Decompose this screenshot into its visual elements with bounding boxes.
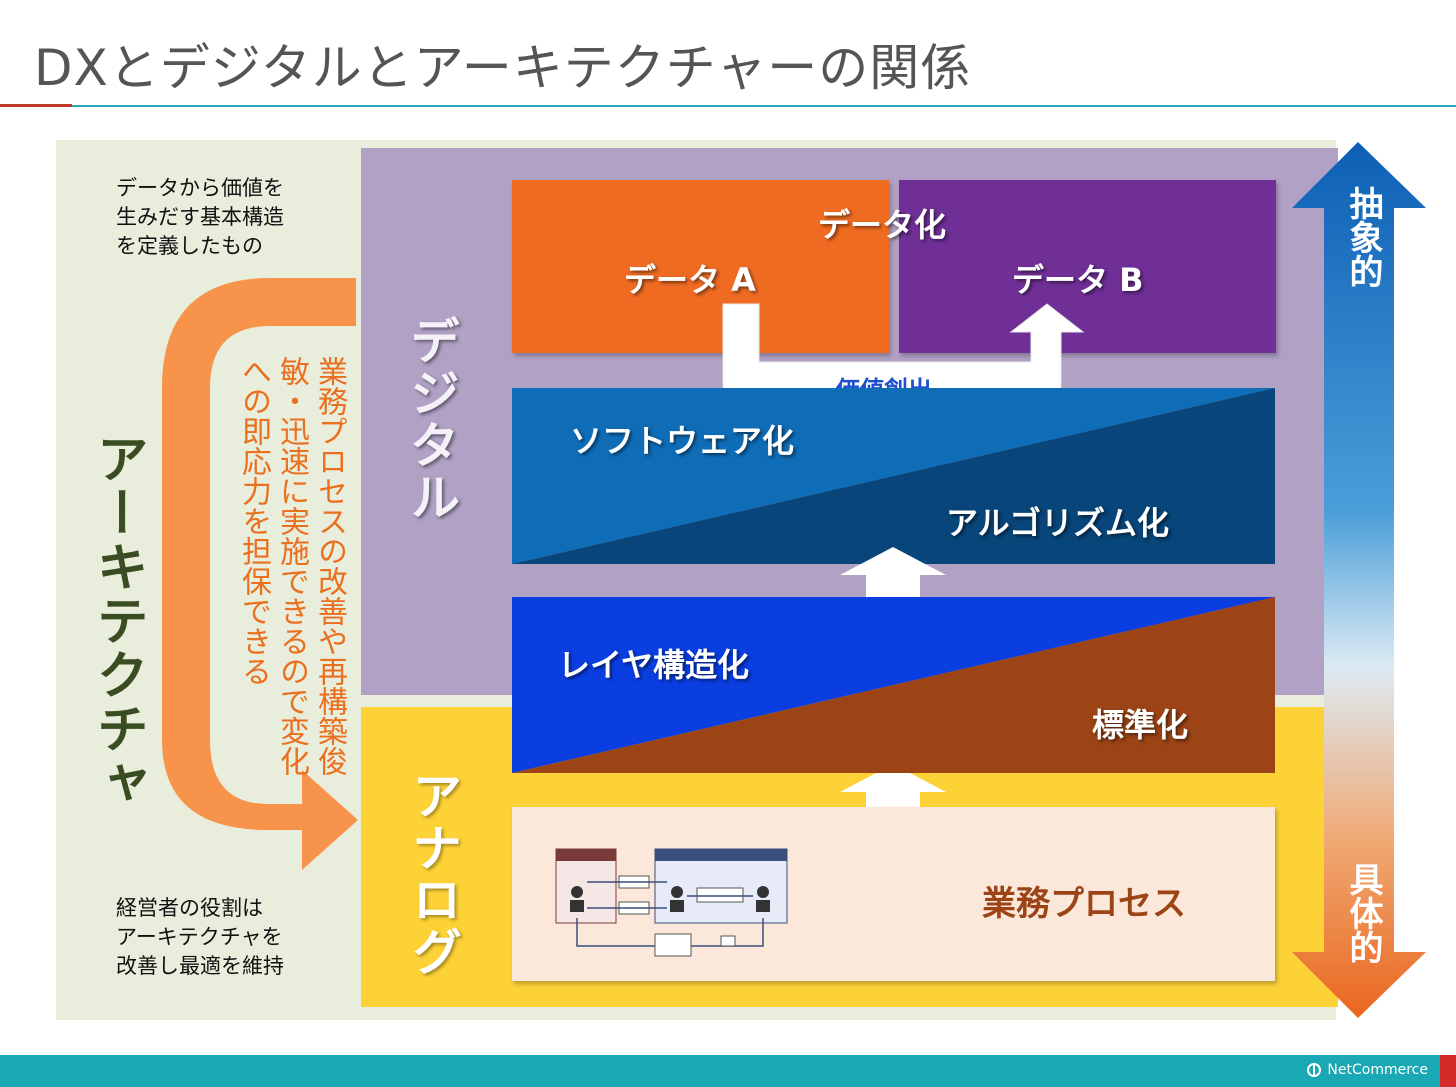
brand-name: NetCommerce: [1327, 1062, 1428, 1078]
business-process-label: 業務プロセス: [982, 884, 1186, 924]
brand-icon: [1307, 1063, 1322, 1077]
abstraction-axis-arrow: [1292, 142, 1426, 1018]
standardization-label: 標準化: [1092, 706, 1189, 744]
datafication-label: データ化: [818, 206, 947, 244]
cycle-arrow: [162, 278, 358, 870]
layer-structure-label: レイヤ構造化: [558, 646, 750, 684]
title-rule: [72, 105, 1456, 107]
data-b-label: データ B: [1012, 261, 1144, 299]
data-a-box: [512, 180, 889, 353]
footer-bar: [0, 1055, 1456, 1087]
up-arrow-lower: [840, 764, 946, 820]
up-arrow-upper: [840, 547, 946, 603]
process-flow-thumbnail: [555, 848, 788, 957]
analog-label: アナログ: [404, 770, 462, 978]
digital-label: デジタル: [402, 315, 460, 523]
agility-note: 業務プロセスの改善や再構築俊敏・迅速に実施できるので変化への即応力を担保できる: [236, 356, 347, 776]
software-algorithm-layer: [512, 388, 1275, 564]
concrete-label: 具体的: [1343, 862, 1383, 964]
page-title: DXとデジタルとアーキテクチャーの関係: [34, 39, 972, 97]
data-b-box: [899, 180, 1276, 353]
title-rule-accent: [0, 104, 72, 107]
data-a-label: データ A: [624, 261, 756, 299]
software-label: ソフトウェア化: [570, 422, 795, 460]
architecture-definition-note: データから価値を 生みだす基本構造 を定義したもの: [116, 176, 284, 258]
brand-logo: NetCommerce: [1306, 1062, 1428, 1078]
layer-standard-layer: [512, 597, 1275, 773]
architecture-label: アーキテクチャ: [87, 432, 147, 810]
footer-accent: [1440, 1055, 1456, 1087]
business-process-box: [512, 807, 1275, 981]
algorithm-label: アルゴリズム化: [946, 504, 1170, 542]
executive-role-note: 経営者の役割は アーキテクチャを 改善し最適を維持: [116, 896, 284, 978]
abstract-label: 抽象的: [1343, 186, 1383, 288]
